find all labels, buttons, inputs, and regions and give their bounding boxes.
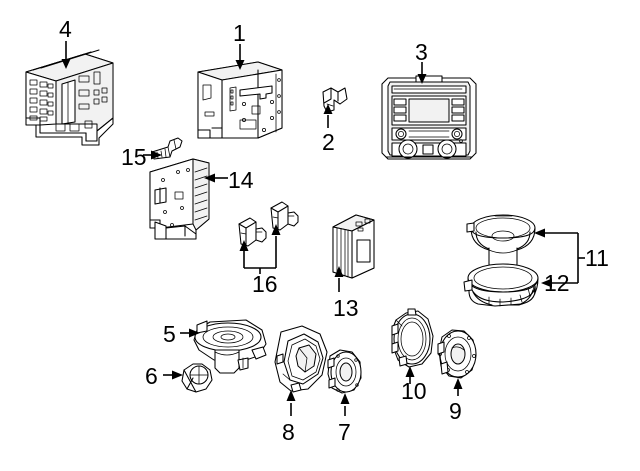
part-16-speaker-wire-connector-right [270, 201, 299, 231]
callout-number-6: 6 [145, 363, 158, 389]
callout-number-4: 4 [59, 16, 72, 42]
part-8-door-speaker [274, 325, 328, 393]
leader-8 [286, 390, 296, 416]
callout-number-12: 12 [544, 270, 570, 296]
callout-number-9: 9 [449, 398, 462, 424]
part-9-rear-tweeter [437, 329, 477, 379]
callout-number-5: 5 [163, 321, 176, 347]
callout-number-3: 3 [415, 39, 428, 65]
part-15-mounting-bolt [151, 137, 183, 160]
part-11-subwoofer-speaker [466, 214, 536, 271]
callout-number-16: 16 [252, 271, 278, 297]
part-14-amplifier-mounting-bracket [149, 158, 210, 240]
leader-6 [163, 370, 183, 380]
callout-number-2: 2 [322, 129, 335, 155]
callout-number-10: 10 [401, 378, 427, 404]
leader-1 [235, 44, 245, 70]
callout-number-13: 13 [333, 295, 359, 321]
leader-7 [340, 393, 350, 416]
leader-16 [239, 224, 281, 274]
part-7-tweeter-speaker [327, 349, 362, 394]
part-12-subwoofer-enclosure [463, 263, 539, 307]
part-6-speaker-grille-clip [181, 363, 213, 393]
callout-number-1: 1 [233, 20, 246, 46]
part-5-dash-speaker [193, 319, 267, 374]
leader-10 [405, 366, 415, 384]
callout-number-8: 8 [282, 419, 295, 445]
part-10-rear-speaker-bracket [391, 308, 434, 368]
leader-5 [180, 328, 200, 338]
leader-9 [453, 378, 463, 396]
leader-11 [534, 228, 585, 283]
part-13-audio-amplifier-module [332, 214, 375, 279]
leader-4 [61, 41, 71, 69]
callout-number-7: 7 [338, 419, 351, 445]
callout-number-11: 11 [585, 245, 609, 271]
leader-3 [417, 62, 427, 84]
part-1-radio-receiver-chassis [197, 61, 283, 139]
leader-13 [334, 266, 344, 292]
callout-number-15: 15 [121, 144, 147, 170]
leader-15 [143, 150, 162, 160]
leader-14 [204, 173, 228, 183]
part-3-radio-control-faceplate [381, 75, 477, 160]
callout-number-14: 14 [228, 167, 254, 193]
leader-12 [541, 278, 578, 288]
part-16-speaker-wire-connector-left [238, 217, 267, 247]
part-4-radio-mounting-cage [25, 49, 114, 146]
leader-2 [323, 104, 333, 128]
